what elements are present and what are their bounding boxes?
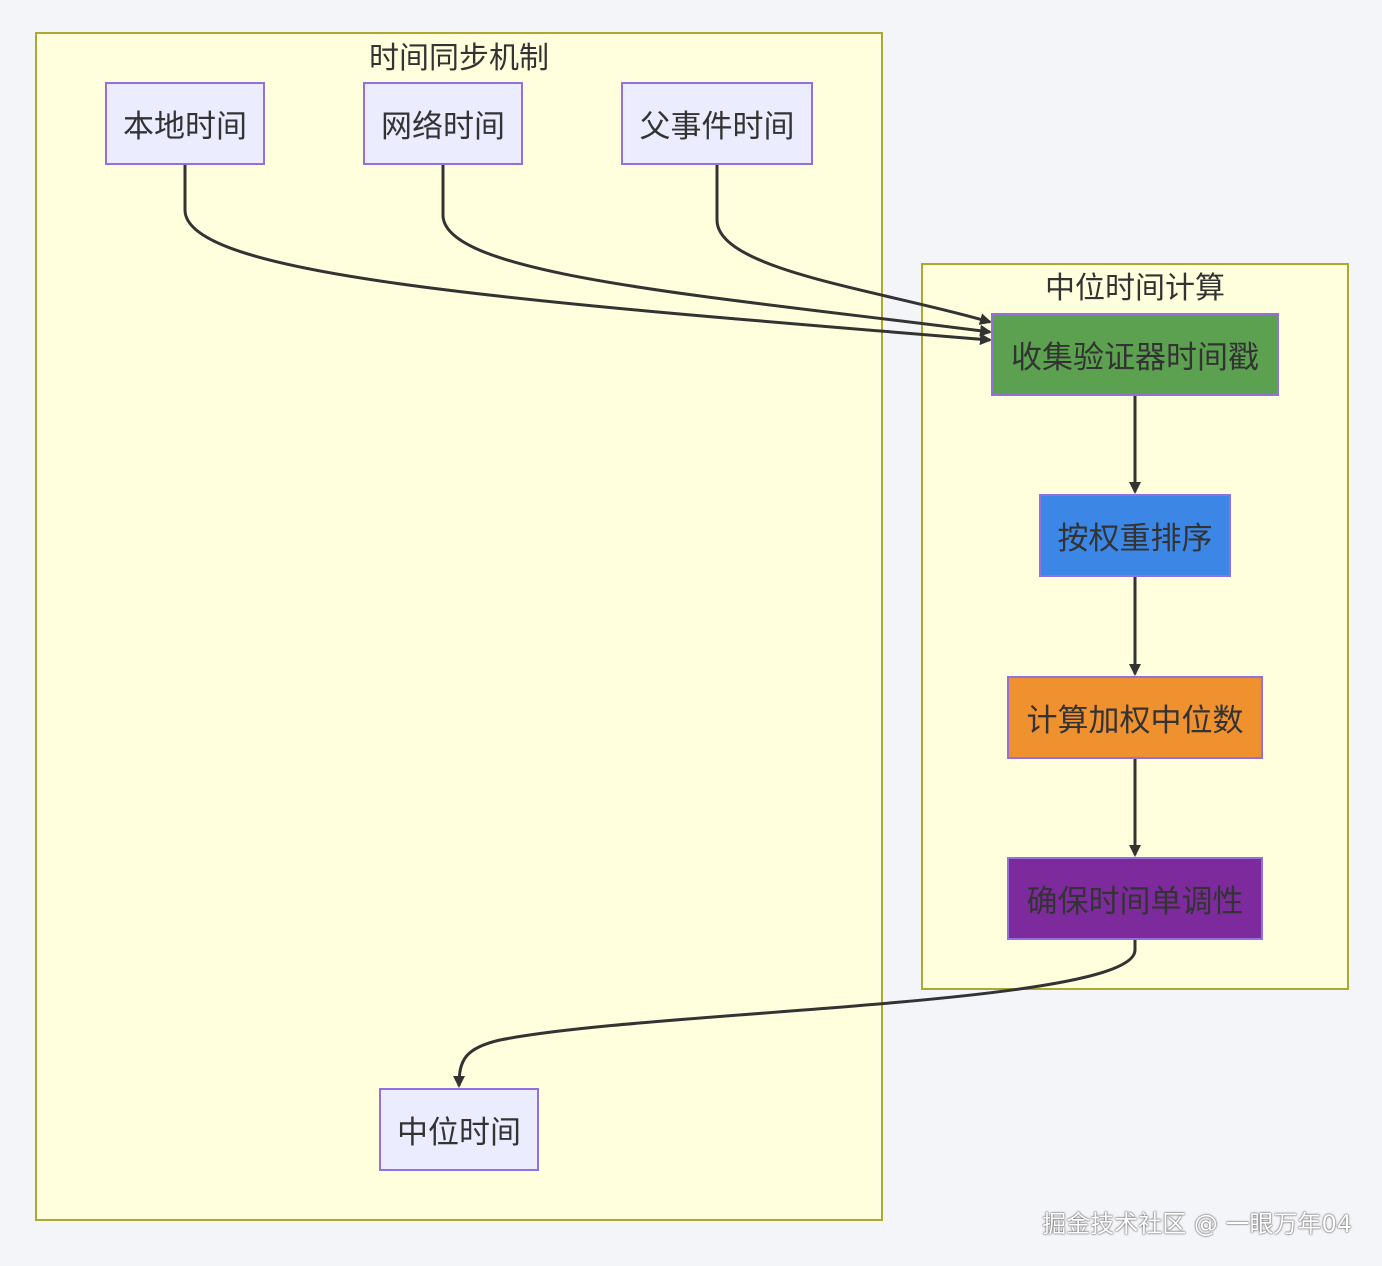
node-median-time[interactable]: 中位时间 bbox=[379, 1088, 539, 1171]
cluster-time-sync: 时间同步机制 bbox=[35, 32, 883, 1221]
node-network-time[interactable]: 网络时间 bbox=[363, 82, 523, 165]
cluster-time-sync-title: 时间同步机制 bbox=[369, 41, 549, 76]
node-parent-event-time[interactable]: 父事件时间 bbox=[621, 82, 813, 165]
node-weight-sort[interactable]: 按权重排序 bbox=[1039, 494, 1231, 577]
watermark: 掘金技术社区 @ 一眼万年04 bbox=[1042, 1210, 1352, 1238]
node-monotonic[interactable]: 确保时间单调性 bbox=[1007, 857, 1263, 940]
node-weighted-median[interactable]: 计算加权中位数 bbox=[1007, 676, 1263, 759]
node-collect-timestamps[interactable]: 收集验证器时间戳 bbox=[991, 313, 1279, 396]
cluster-median-calc-title: 中位时间计算 bbox=[1045, 271, 1225, 306]
node-local-time[interactable]: 本地时间 bbox=[105, 82, 265, 165]
